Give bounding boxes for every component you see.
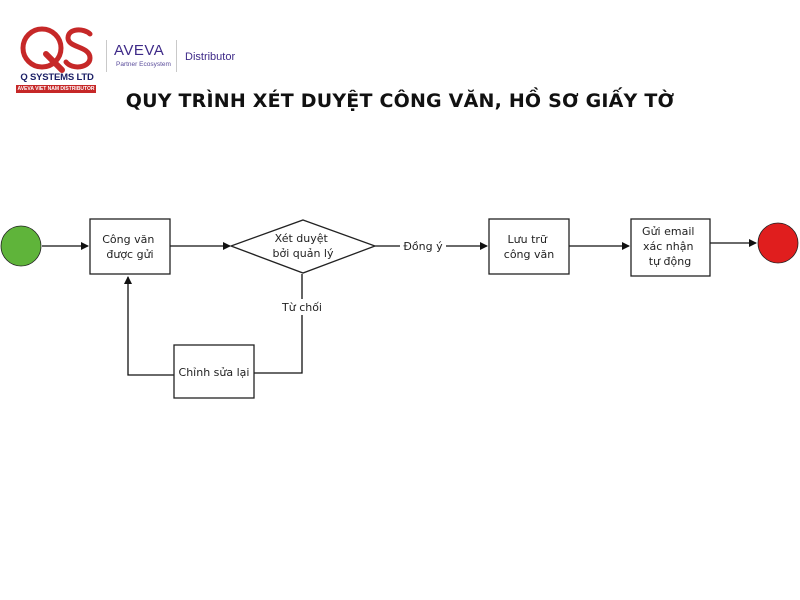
aveva-logo: AVEVA xyxy=(114,42,165,59)
edge-review-to-revise xyxy=(254,274,303,374)
node-review-label: Xét duyệt bởi quản lý xyxy=(273,232,334,260)
company-tagline: AVEVA VIET NAM DISTRIBUTOR xyxy=(16,85,96,93)
logo-divider xyxy=(106,40,107,72)
logo-q-tail xyxy=(43,51,65,73)
approve-label: Đồng ý xyxy=(403,240,443,253)
logo-divider xyxy=(176,40,177,72)
node-archive-label: Lưu trữ công văn xyxy=(504,233,554,261)
node-email-label: Gửi email xác nhận tự động xyxy=(642,225,698,268)
reject-label-bg xyxy=(278,299,324,315)
company-name: Q SYSTEMS LTD xyxy=(20,72,94,83)
node-revise-label: Chỉnh sửa lại xyxy=(179,366,250,379)
node-archive xyxy=(488,218,570,275)
node-review xyxy=(229,219,377,274)
page-title: QUY TRÌNH XÉT DUYỆT CÔNG VĂN, HỒ SƠ GIẤY… xyxy=(125,90,675,112)
aveva-partner-ecosystem: Partner Ecosystem xyxy=(116,61,171,68)
reject-label: Từ chối xyxy=(281,301,322,314)
partner-role: Distributor xyxy=(185,51,236,63)
node-email xyxy=(630,218,711,277)
q-systems-logo xyxy=(20,26,93,73)
end-node xyxy=(757,222,799,264)
edge-revise-to-submitted xyxy=(124,276,174,376)
approve-label-bg xyxy=(400,238,446,254)
node-revise xyxy=(173,344,255,399)
node-submitted-label: Công văn được gửi xyxy=(102,233,158,261)
node-submitted xyxy=(89,218,171,275)
logo-q-ring xyxy=(20,26,64,70)
start-node xyxy=(0,225,42,267)
logo-s-letter xyxy=(63,27,93,70)
